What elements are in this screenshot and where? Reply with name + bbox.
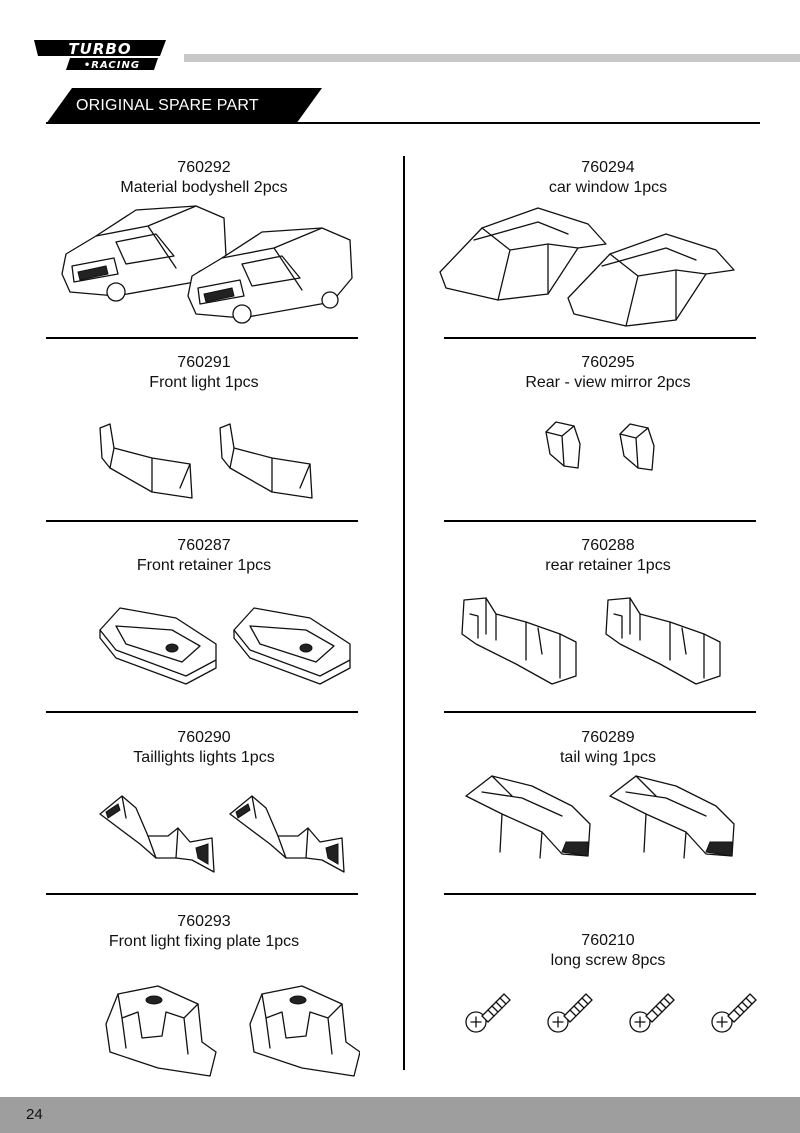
page-number: 24: [26, 1106, 43, 1123]
front-light-icon: [99, 423, 193, 499]
row-rule: [444, 520, 756, 522]
front-retainer-icon: [233, 607, 351, 685]
taillight-icon: [229, 795, 345, 873]
part-760292: 760292 Material bodyshell 2pcs: [46, 158, 362, 198]
front-retainer-icon: [99, 607, 217, 685]
part-760210: 760210 long screw 8pcs: [446, 931, 770, 971]
part-760294: 760294 car window 1pcs: [446, 158, 770, 198]
part-code: 760289: [581, 729, 635, 746]
part-name: Rear - view mirror 2pcs: [525, 374, 691, 391]
section-header: ORIGINAL SPARE PART: [46, 88, 322, 124]
part-code: 760294: [581, 159, 635, 176]
row-rule: [46, 337, 358, 339]
column-divider: [403, 156, 405, 1070]
part-760290: 760290 Taillights lights 1pcs: [46, 728, 362, 768]
part-code: 760210: [581, 932, 635, 949]
rear-retainer-icon: [605, 597, 721, 685]
tail-wing-icon: [609, 775, 735, 859]
svg-text:TURBO: TURBO: [68, 40, 131, 58]
part-name: tail wing 1pcs: [559, 749, 657, 766]
page-footer: 24: [0, 1097, 800, 1133]
screw-icon: [465, 993, 511, 1033]
turbo-racing-logo: TURBO •RACING: [34, 40, 166, 71]
screw-icon: [547, 993, 593, 1033]
svg-text:•RACING: •RACING: [84, 60, 140, 71]
front-light-icon: [219, 423, 313, 499]
part-760288: 760288 rear retainer 1pcs: [446, 536, 770, 576]
part-name: Taillights lights 1pcs: [133, 749, 275, 766]
part-760293: 760293 Front light fixing plate 1pcs: [46, 912, 362, 952]
part-name: car window 1pcs: [548, 179, 668, 196]
part-name: Front light fixing plate 1pcs: [108, 933, 300, 950]
row-rule: [46, 711, 358, 713]
part-name: Front light 1pcs: [149, 374, 259, 391]
part-code: 760293: [177, 913, 231, 930]
part-code: 760295: [581, 354, 635, 371]
part-760289: 760289 tail wing 1pcs: [446, 728, 770, 768]
mirror-icon: [545, 421, 581, 469]
screw-icon: [629, 993, 675, 1033]
part-code: 760290: [177, 729, 231, 746]
top-gray-rule: [184, 54, 800, 62]
part-760287: 760287 Front retainer 1pcs: [46, 536, 362, 576]
part-name: long screw 8pcs: [550, 952, 666, 969]
part-name: Front retainer 1pcs: [136, 557, 272, 574]
screw-icon: [711, 993, 757, 1033]
part-code: 760291: [177, 354, 231, 371]
part-760291: 760291 Front light 1pcs: [46, 353, 362, 393]
part-code: 760287: [177, 537, 231, 554]
part-760295: 760295 Rear - view mirror 2pcs: [446, 353, 770, 393]
part-name: Material bodyshell 2pcs: [120, 179, 288, 196]
fixing-plate-icon: [249, 985, 360, 1077]
section-title: ORIGINAL SPARE PART: [76, 97, 259, 114]
tail-wing-icon: [465, 775, 591, 859]
part-code: 760292: [177, 159, 231, 176]
rear-retainer-icon: [461, 597, 577, 685]
row-rule: [46, 893, 358, 895]
car-window-icon: [439, 207, 607, 301]
header-underline: [46, 122, 760, 124]
car-body-icon: [61, 205, 353, 324]
section-header-background: [46, 88, 322, 124]
row-rule: [444, 893, 756, 895]
taillight-icon: [99, 795, 215, 873]
mirror-icon: [619, 423, 655, 471]
part-name: rear retainer 1pcs: [545, 557, 671, 574]
row-rule: [46, 520, 358, 522]
car-window-icon: [567, 233, 735, 327]
part-code: 760288: [581, 537, 635, 554]
fixing-plate-icon: [105, 985, 217, 1077]
row-rule: [444, 337, 756, 339]
row-rule: [444, 711, 756, 713]
